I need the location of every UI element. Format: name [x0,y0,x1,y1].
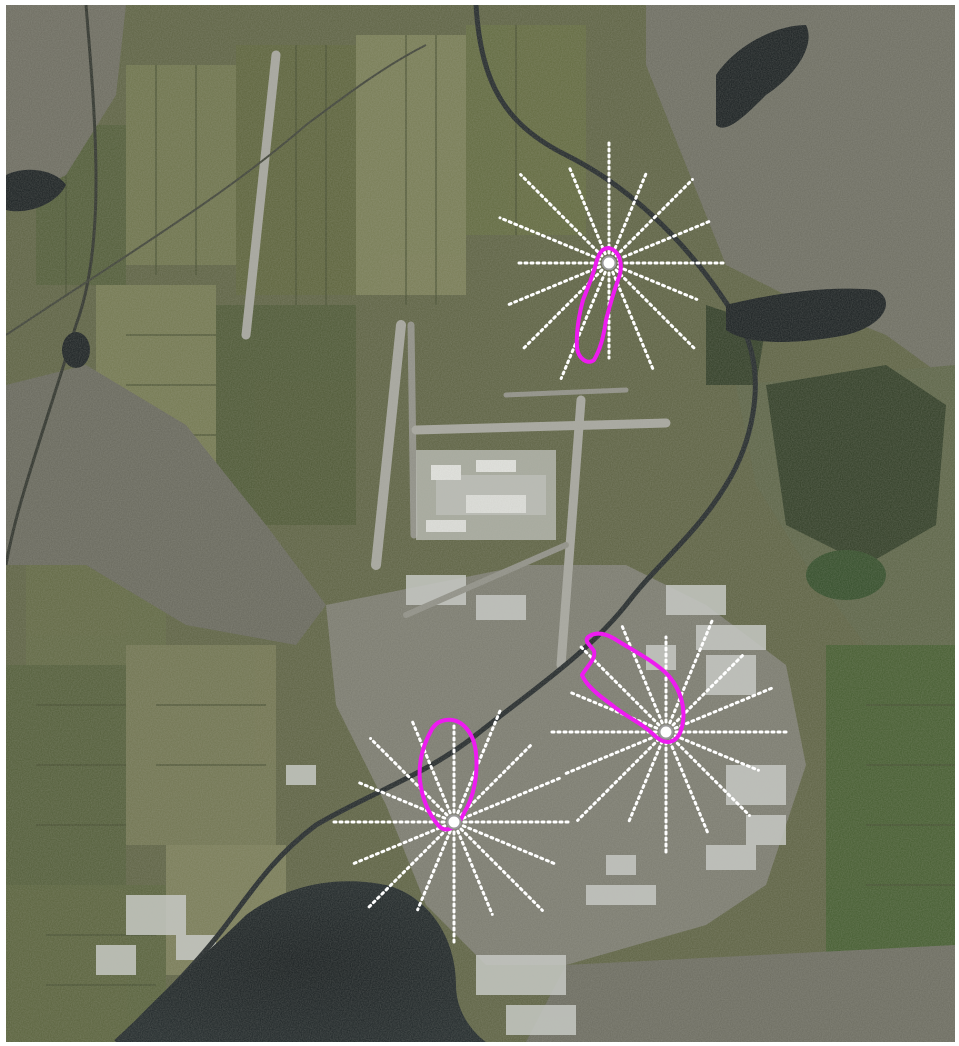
southwest-station-rays-ray [459,827,544,912]
southwest-station-rays-ray [409,717,452,815]
southwest-station-rays-ray [350,824,447,866]
north-station-rays-ray [567,165,607,256]
southeast-station-rays-ray [671,737,751,817]
southwest-station-rays [328,707,574,946]
southwest-station-marker [446,814,462,830]
map-canvas [6,5,955,1042]
north-station-marker [601,255,617,271]
north-station-rays-ray [614,268,697,351]
southwest-station [328,707,574,946]
stations-layer [328,141,790,946]
southwest-station-rays-ray [369,737,449,817]
north-station-rays-ray [505,265,602,307]
southwest-station-rays-ray [461,824,556,865]
north-station [498,141,729,380]
satellite-map [6,5,955,1042]
southeast-station-rays-ray [627,739,664,823]
southeast-station-rays-ray [568,690,659,730]
north-station-rays-ray [616,265,699,301]
southeast-station-marker [658,724,674,740]
north-station-rays-ray [498,216,602,261]
southeast-station-rays-ray [620,624,664,725]
southeast-station-rays-ray [668,619,714,725]
north-station-contour [574,246,623,364]
north-station-rays-ray [559,270,607,380]
southeast-station-rays-ray [673,685,777,730]
north-station-rays-ray [611,270,655,371]
north-station-rays-ray [616,219,713,261]
southwest-station-rays-ray [367,827,449,909]
southwest-station-rays-ray [416,829,452,912]
southwest-station-contour [417,717,479,832]
southwest-station-rays-ray [461,776,563,820]
southwest-station-rays-ray [456,829,494,916]
north-station-rays-ray [611,169,649,256]
southeast-station-rays-ray [576,737,661,822]
texture-overlay [6,5,955,1042]
southwest-station-rays-ray [456,707,503,815]
southeast-station-contour [580,631,686,744]
southeast-station-rays-ray [673,734,760,772]
southeast-station-rays-ray [561,734,659,777]
north-station-rays-ray [614,178,694,258]
north-station-rays-ray [519,173,604,258]
southeast-station [546,619,790,854]
southeast-station-rays-ray [668,739,709,834]
north-station-rays [498,141,729,380]
southwest-station-rays-ray [459,742,534,817]
